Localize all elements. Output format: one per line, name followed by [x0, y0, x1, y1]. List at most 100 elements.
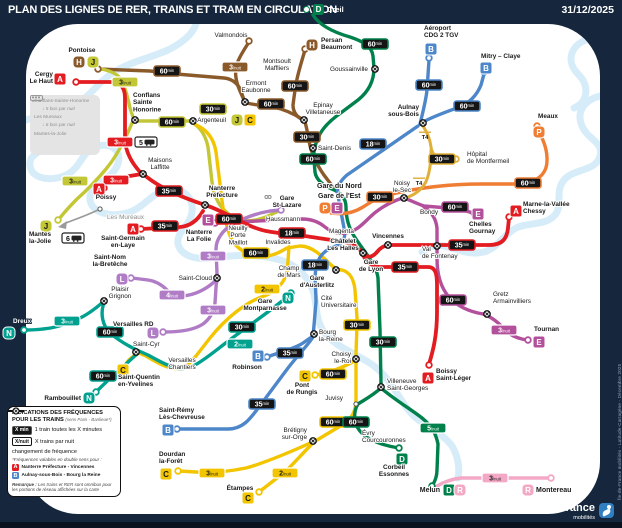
- svg-text:A: A: [130, 225, 136, 234]
- frequency-badge: 60min: [319, 368, 347, 380]
- station-label: Montereau: [536, 487, 571, 494]
- line-p-badge: P: [318, 201, 332, 215]
- svg-text:3/nuit: 3/nuit: [69, 179, 82, 186]
- svg-text:5/nuit: 5/nuit: [427, 426, 440, 433]
- interchange-marker: [189, 117, 197, 125]
- line-e-badge: E: [330, 201, 344, 215]
- station-label: Tournan: [534, 326, 559, 333]
- interchange-marker: [332, 266, 340, 274]
- line-b-badge: B: [251, 349, 265, 363]
- svg-text:C: C: [245, 494, 251, 503]
- idf-mobilites-logo: ÎledeFrance mobilités: [539, 499, 614, 522]
- svg-text:18min: 18min: [308, 262, 323, 270]
- svg-text:30min: 30min: [300, 134, 315, 142]
- svg-text:H: H: [309, 41, 315, 50]
- svg-text:B: B: [255, 352, 261, 361]
- svg-text:60min: 60min: [222, 216, 237, 224]
- svg-text:3/nuit: 3/nuit: [229, 65, 242, 72]
- frequency-badge: 35min: [151, 220, 179, 232]
- svg-text:3/nuit: 3/nuit: [119, 80, 132, 87]
- station-dot: [303, 6, 310, 13]
- terminus-marker: [547, 474, 555, 482]
- station-label: Saint-Cloud: [179, 275, 213, 282]
- line-e-path: [213, 196, 404, 235]
- terminus-marker: [263, 353, 271, 361]
- svg-text:L: L: [151, 329, 156, 338]
- frequency-badge: 18min: [278, 227, 306, 239]
- station-label: Haussmann: [266, 216, 301, 223]
- interchange-marker: [384, 241, 392, 249]
- frequency-badge: 60min: [439, 294, 467, 306]
- station-label: Invalides: [265, 239, 290, 246]
- line-j-path: [57, 121, 134, 221]
- svg-text:30min: 30min: [376, 339, 391, 347]
- station-label: Valmondois: [215, 32, 248, 39]
- station-dot: [97, 206, 103, 212]
- frequency-badge: 18min: [359, 138, 387, 150]
- line-b-badge: B: [424, 42, 438, 56]
- line-n-badge: N: [281, 291, 295, 305]
- line-d-badge: D: [442, 483, 456, 497]
- frequency-badge: 60min: [257, 98, 285, 110]
- terminus-marker: [159, 328, 167, 336]
- svg-text:N: N: [86, 394, 92, 403]
- svg-text:60min: 60min: [165, 119, 180, 127]
- frequency-badge: 60min: [158, 116, 186, 128]
- frequency-badge: 60min: [361, 38, 389, 50]
- line-b-badge: B: [161, 423, 175, 437]
- down-arrow-icon: ↓: [42, 123, 45, 129]
- station-label: Versailles RD: [113, 321, 154, 328]
- line-l-badge: L: [115, 272, 129, 286]
- line-a-path: [139, 170, 511, 259]
- svg-text:2/nuit: 2/nuit: [261, 287, 274, 294]
- terminus-marker: [395, 444, 403, 452]
- line-a-path: [139, 209, 205, 231]
- svg-text:R: R: [525, 486, 531, 495]
- line-d-badge: D: [395, 452, 409, 466]
- terminus-marker: [72, 78, 80, 86]
- line-e-badge: E: [471, 207, 485, 221]
- svg-text:60min: 60min: [448, 204, 463, 212]
- line-a-badge: A: [53, 72, 67, 86]
- frequency-badge: 30min: [343, 319, 371, 331]
- legend-min-row: X min 1 train toutes les X minutes: [12, 425, 116, 435]
- station-label: Magenta: [329, 228, 354, 235]
- interchange-marker: [131, 116, 139, 124]
- interchange-marker: [359, 249, 367, 257]
- line-h-badge: H: [305, 38, 319, 52]
- line-c-badge: C: [241, 491, 255, 505]
- svg-text:60min: 60min: [264, 101, 279, 109]
- station-label: Saint-Cyr: [133, 341, 161, 348]
- frequency-badge: 30min: [199, 103, 227, 115]
- frequency-badge: 3/nuit: [102, 174, 130, 186]
- frequency-badge: 60min: [441, 201, 469, 213]
- line-j-badge: J: [230, 113, 244, 127]
- line-n-badge: N: [2, 326, 16, 340]
- interchange-marker: [132, 348, 140, 356]
- bus-icon: [30, 95, 43, 102]
- line-d-path: [311, 13, 383, 386]
- legend-remark: Remarque : Les trains et RER sont omnibu…: [12, 481, 112, 493]
- station-label: Melun: [420, 487, 440, 494]
- svg-text:60min: 60min: [521, 180, 536, 188]
- station-label: Creil: [327, 5, 344, 14]
- station-label: Les Mureaux: [107, 214, 145, 221]
- night-bus-inset: Conflans-Sainte-Honorine ↓ 5 bus par nui…: [30, 95, 100, 155]
- svg-text:18min: 18min: [285, 230, 300, 238]
- min-badge: X min: [12, 425, 32, 435]
